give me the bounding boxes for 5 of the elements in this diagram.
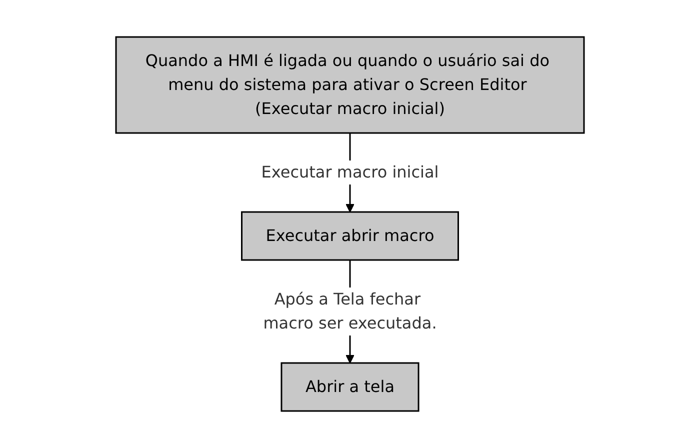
- edge-label: Após a Tela fechar macro ser executada.: [262, 290, 436, 332]
- node-box: Quando a HMI é ligada ou quando o usuário sai do menu do sistema para ativar o Screen Editor (Executar macro inicial): [114, 36, 584, 134]
- edge-label: Executar macro inicial: [260, 162, 438, 182]
- node-box: Abrir a tela: [280, 362, 419, 412]
- node-box: Executar abrir macro: [240, 211, 458, 261]
